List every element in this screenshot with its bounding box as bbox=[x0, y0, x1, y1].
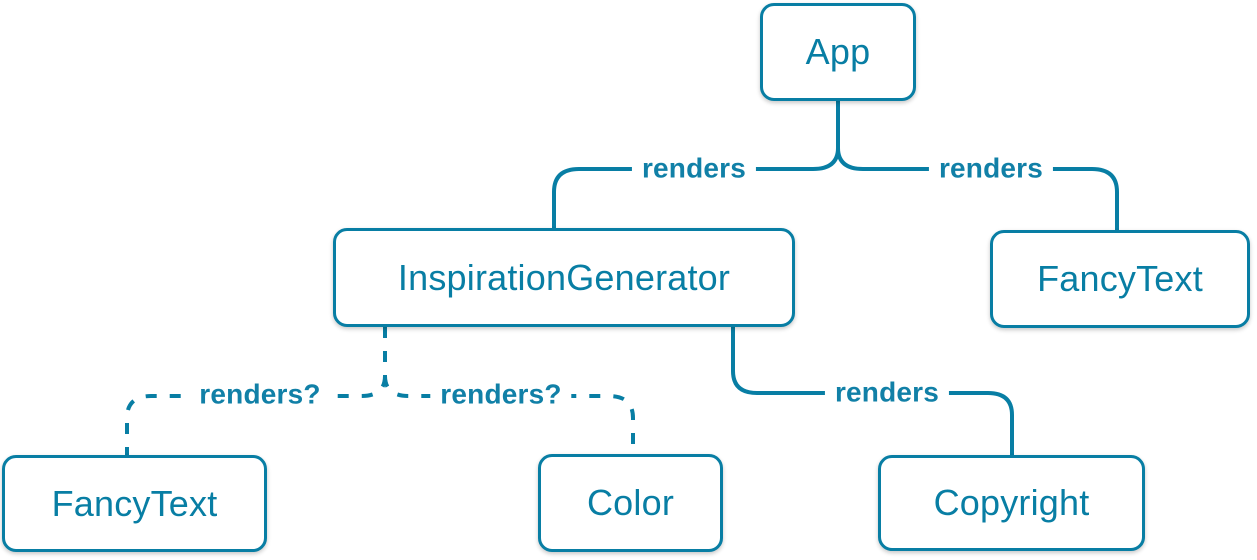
edge-inspirationgenerator-color-dashed-line bbox=[383, 375, 635, 454]
node-color: Color bbox=[538, 454, 723, 552]
edge-label-inspirationgenerator-copyright: renders bbox=[824, 377, 950, 409]
node-inspiration-generator-label: InspirationGenerator bbox=[397, 256, 731, 298]
edge-label-inspirationgenerator-color: renders? bbox=[430, 379, 572, 411]
edge-label-app-inspirationgenerator: renders bbox=[631, 153, 757, 185]
node-inspiration-generator: InspirationGenerator bbox=[333, 228, 795, 327]
node-fancy-text-top-label: FancyText bbox=[1037, 258, 1203, 299]
edge-label-inspirationgenerator-fancytext: renders? bbox=[189, 379, 331, 411]
edge-label-app-fancytext: renders bbox=[928, 153, 1054, 185]
edge-inspirationgenerator-fancytext-dashed-line bbox=[125, 375, 387, 455]
node-fancy-text-top: FancyText bbox=[990, 230, 1250, 328]
node-fancy-text-bottom-label: FancyText bbox=[51, 482, 218, 524]
node-fancy-text-bottom: FancyText bbox=[2, 455, 267, 552]
node-app-label: App bbox=[805, 31, 871, 72]
node-app: App bbox=[760, 3, 916, 101]
node-color-label: Color bbox=[586, 482, 675, 523]
edge-app-inspirationgenerator-line bbox=[552, 147, 840, 228]
edge-app-fancytext-line bbox=[836, 147, 1119, 230]
node-copyright: Copyright bbox=[878, 455, 1145, 551]
node-copyright-label: Copyright bbox=[933, 482, 1090, 523]
